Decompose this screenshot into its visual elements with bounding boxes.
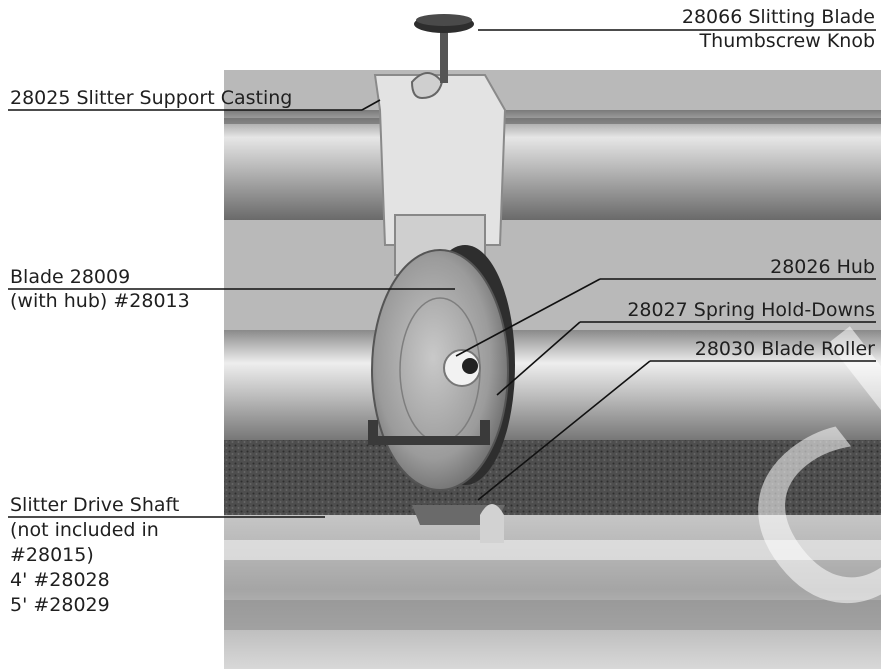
drive-shaft-label-line5: 5' #28029 — [10, 594, 110, 616]
callout-spring-hold-downs: 28027 Spring Hold-Downs — [627, 298, 875, 322]
base-frame — [224, 510, 881, 669]
support-casting-label: 28025 Slitter Support Casting — [10, 87, 293, 109]
support-casting — [373, 74, 507, 246]
spring-hold-downs-label: 28027 Spring Hold-Downs — [627, 299, 875, 321]
callout-thumbscrew: 28066 Slitting Blade Thumbscrew Knob — [682, 5, 875, 53]
drive-shaft-label-line3: #28015) — [10, 544, 94, 566]
callout-drive-shaft: Slitter Drive Shaft (not included in #28… — [10, 493, 179, 618]
hub-label: 28026 Hub — [770, 256, 875, 278]
blade-roller-label: 28030 Blade Roller — [694, 338, 875, 360]
drive-shaft-label-line1: Slitter Drive Shaft — [10, 494, 180, 516]
thumbscrew-label-line1: 28066 Slitting Blade — [681, 6, 875, 28]
leader-lines — [8, 29, 876, 518]
blade-label-line2: (with hub) #28013 — [10, 290, 190, 312]
support-rail — [224, 110, 881, 220]
callout-support-casting: 28025 Slitter Support Casting — [10, 86, 292, 110]
felt-strip — [224, 440, 881, 515]
thumbscrew-label-line2: Thumbscrew Knob — [699, 30, 875, 52]
drive-shaft-label-line4: 4' #28028 — [10, 569, 110, 591]
callout-hub: 28026 Hub — [770, 255, 875, 279]
callout-blade-roller: 28030 Blade Roller — [695, 337, 875, 361]
blade-label-line1: Blade 28009 — [10, 266, 131, 288]
blade-disc — [371, 249, 509, 491]
drive-shaft-label-line2: (not included in — [10, 519, 159, 541]
drive-shaft — [224, 330, 881, 440]
callout-blade: Blade 28009 (with hub) #28013 — [10, 265, 190, 313]
